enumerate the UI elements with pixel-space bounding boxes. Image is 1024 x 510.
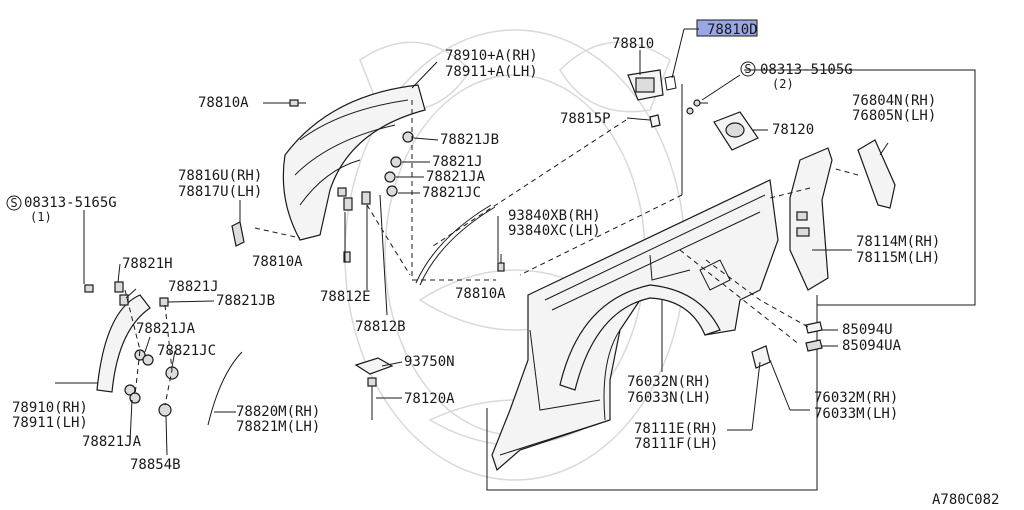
clips-housing bbox=[343, 131, 414, 263]
bolt-78810A-top bbox=[289, 99, 306, 107]
label-78816U[interactable]: 78816U(RH) bbox=[178, 168, 262, 184]
bracket-frame bbox=[744, 69, 976, 306]
clip-78815P bbox=[649, 114, 661, 128]
highlight-78810D bbox=[696, 19, 758, 37]
label-78910A[interactable]: 78910+A(RH) bbox=[445, 48, 538, 64]
bolt-78810A-center bbox=[497, 254, 505, 272]
label-78821JA-lower[interactable]: 78821JA bbox=[82, 434, 142, 450]
label-78120[interactable]: 78120 bbox=[772, 122, 814, 138]
label-78812B[interactable]: 78812B bbox=[355, 319, 406, 335]
label-78821JB-top[interactable]: 78821JB bbox=[440, 132, 499, 148]
label-78821J-top[interactable]: 78821J bbox=[432, 154, 483, 170]
label-78821JC-top[interactable]: 78821JC bbox=[422, 185, 481, 201]
s-symbol-right: S bbox=[740, 61, 756, 77]
label-78821JB-bottom[interactable]: 78821JB bbox=[216, 293, 275, 309]
label-78817U[interactable]: 78817U(LH) bbox=[178, 184, 262, 200]
label-78812E[interactable]: 78812E bbox=[320, 289, 371, 305]
bracket-78111E bbox=[751, 345, 771, 369]
label-08313-5105G[interactable]: 08313-5105G bbox=[760, 62, 853, 78]
label-78810[interactable]: 78810 bbox=[612, 36, 654, 52]
cable-93840XB bbox=[419, 206, 496, 286]
label-78821M[interactable]: 78821M(LH) bbox=[236, 419, 320, 435]
label-78821JA-bottom[interactable]: 78821JA bbox=[136, 321, 196, 337]
label-78821JA-top[interactable]: 78821JA bbox=[426, 169, 486, 185]
rod-78120A bbox=[367, 377, 377, 420]
label-78111E[interactable]: 78111E(RH) bbox=[634, 421, 718, 437]
label-78115M[interactable]: 78115M(LH) bbox=[856, 250, 940, 266]
bracket-78810 bbox=[627, 69, 677, 101]
label-78111F[interactable]: 78111F(LH) bbox=[634, 436, 718, 452]
side-panel-frame bbox=[486, 295, 818, 491]
s-symbol-right-text: S bbox=[744, 62, 751, 76]
label-93840XC[interactable]: 93840XC(LH) bbox=[508, 223, 601, 239]
label-78810A-center[interactable]: 78810A bbox=[455, 286, 506, 302]
cable-93840XB-2 bbox=[415, 204, 492, 284]
leader-lines bbox=[55, 28, 889, 456]
wheel-arch-extension bbox=[559, 284, 721, 391]
label-78815P[interactable]: 78815P bbox=[560, 111, 611, 127]
part-labels: 78810D 78810 78815P 08313-5105G (2) 7812… bbox=[12, 22, 999, 508]
wheel-flare-78910 bbox=[96, 294, 151, 393]
label-76033N[interactable]: 76033N(LH) bbox=[627, 390, 711, 406]
label-78821JC-bottom[interactable]: 78821JC bbox=[157, 343, 216, 359]
s-symbol-left: S bbox=[6, 195, 22, 211]
label-85094U[interactable]: 85094U bbox=[842, 322, 893, 338]
filler-lid-78120 bbox=[713, 111, 759, 151]
label-85094UA[interactable]: 85094UA bbox=[842, 338, 902, 354]
flap-78816U bbox=[231, 221, 245, 247]
diagram-id: A780C082 bbox=[932, 492, 999, 508]
label-76805N[interactable]: 76805N(LH) bbox=[852, 108, 936, 124]
label-76033M[interactable]: 76033M(LH) bbox=[814, 406, 898, 422]
bracket-93750N bbox=[354, 357, 394, 375]
label-78810A-mid[interactable]: 78810A bbox=[252, 254, 303, 270]
label-76804N[interactable]: 76804N(RH) bbox=[852, 93, 936, 109]
label-78911[interactable]: 78911(LH) bbox=[12, 415, 88, 431]
label-08313-5165G-qty: (1) bbox=[30, 210, 52, 224]
pad-85094U bbox=[805, 321, 823, 334]
bolt-08313-5105G bbox=[686, 99, 708, 115]
label-76032M[interactable]: 76032M(RH) bbox=[814, 390, 898, 406]
label-78821J-bottom[interactable]: 78821J bbox=[168, 279, 219, 295]
trim-76804N bbox=[857, 139, 896, 209]
pillar-78114M bbox=[789, 147, 833, 291]
label-78114M[interactable]: 78114M(RH) bbox=[856, 234, 940, 250]
s-symbol-left-text: S bbox=[10, 196, 17, 210]
wheel-housing-liner bbox=[282, 84, 426, 241]
moulding-78820M bbox=[207, 351, 243, 426]
label-93750N[interactable]: 93750N bbox=[404, 354, 455, 370]
label-08313-5105G-qty: (2) bbox=[772, 77, 794, 91]
label-08313-5165G[interactable]: 08313-5165G bbox=[24, 195, 117, 211]
label-78854B[interactable]: 78854B bbox=[130, 457, 181, 473]
label-78821H[interactable]: 78821H bbox=[122, 256, 173, 272]
label-78820M[interactable]: 78820M(RH) bbox=[236, 404, 320, 420]
pad-85094UA bbox=[805, 339, 823, 352]
label-93840XB[interactable]: 93840XB(RH) bbox=[508, 208, 601, 224]
label-76032N[interactable]: 76032N(RH) bbox=[627, 374, 711, 390]
label-78120A[interactable]: 78120A bbox=[404, 391, 455, 407]
label-78911A[interactable]: 78911+A(LH) bbox=[445, 64, 538, 80]
label-78810A-top[interactable]: 78810A bbox=[198, 95, 249, 111]
label-78910[interactable]: 78910(RH) bbox=[12, 400, 88, 416]
label-78810D[interactable]: 78810D bbox=[707, 22, 758, 38]
